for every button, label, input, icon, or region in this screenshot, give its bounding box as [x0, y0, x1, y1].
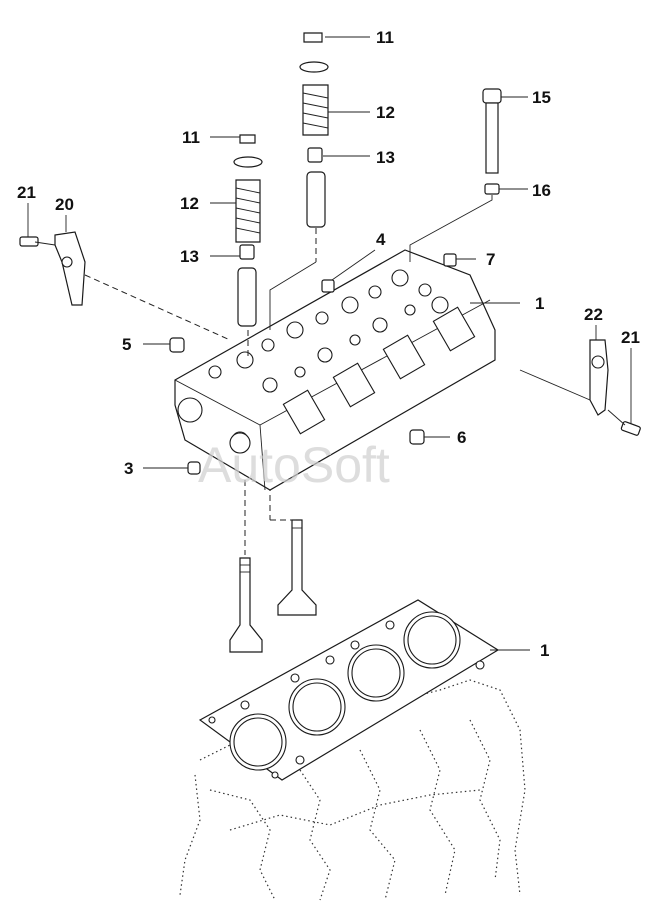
callout-3: 3: [124, 459, 133, 478]
valve-right: [277, 519, 317, 616]
plug-6: [409, 429, 425, 445]
lift-bracket-22: [589, 339, 641, 436]
callout-6: 6: [457, 428, 466, 447]
callout-22: 22: [584, 305, 603, 324]
callout-21-left: 21: [17, 183, 36, 202]
lift-bracket-20: [19, 231, 86, 306]
callout-21-right: 21: [621, 328, 640, 347]
cylinder-head: [174, 249, 496, 491]
leader-line: [409, 195, 493, 262]
callout-20: 20: [55, 195, 74, 214]
leader-line: [519, 369, 591, 401]
head-bolt: [482, 88, 502, 195]
callout-4: 4: [376, 230, 386, 249]
leader-line: [607, 409, 626, 426]
plug-4: [321, 279, 335, 293]
callout-15: 15: [532, 88, 551, 107]
callout-13-left: 13: [180, 247, 199, 266]
callout-11-top: 11: [376, 28, 394, 47]
leader-dash: [84, 274, 231, 341]
valve-stack-left: [233, 134, 263, 327]
valve-stack-right: [299, 32, 329, 228]
valve-left: [229, 557, 263, 653]
callout-leader: [331, 249, 376, 281]
head-gasket: [198, 599, 500, 781]
leader-line: [269, 261, 317, 330]
callout-12-top: 12: [376, 103, 395, 122]
plug-5: [169, 337, 185, 353]
engine-block-outline: [179, 679, 526, 901]
callout-1-gasket: 1: [540, 641, 549, 660]
callout-1-head: 1: [535, 294, 544, 313]
watermark: AutoSoft: [198, 437, 390, 493]
callout-13-top: 13: [376, 148, 395, 167]
callout-16: 16: [532, 181, 551, 200]
plug-7: [443, 253, 457, 267]
callout-12-left: 12: [180, 194, 199, 213]
leader-line: [34, 241, 56, 246]
callout-5: 5: [122, 335, 131, 354]
callout-11-left: 11: [182, 128, 200, 147]
callout-7: 7: [486, 250, 495, 269]
